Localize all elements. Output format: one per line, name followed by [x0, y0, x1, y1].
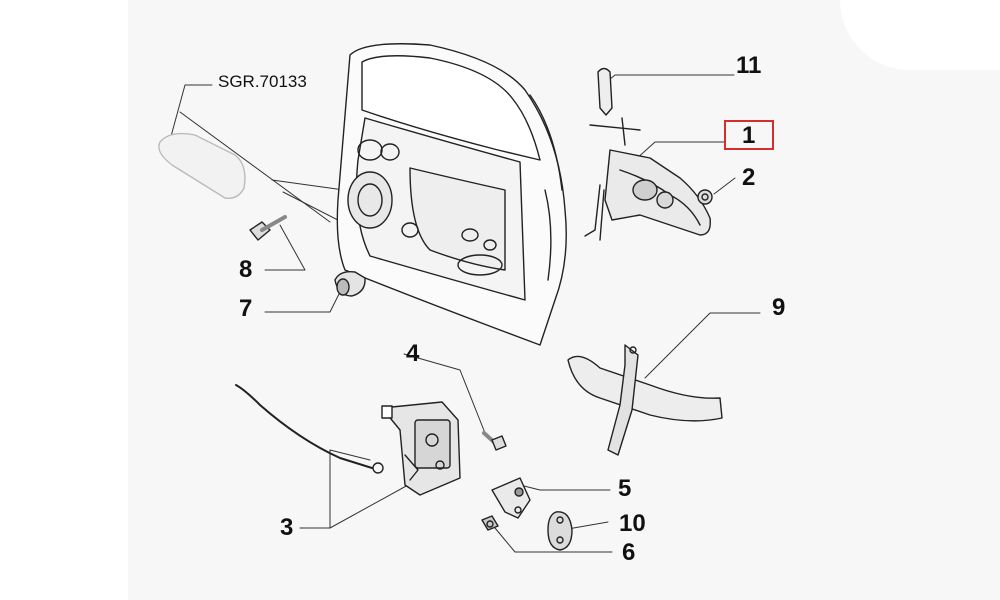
callout-7: 7	[239, 295, 253, 322]
highlight-box	[724, 120, 774, 150]
cable-part-3	[235, 384, 384, 474]
callout-1: 1	[742, 122, 756, 149]
door-seal-part	[158, 132, 246, 199]
inner-handle-part-9	[567, 344, 723, 456]
striker-part-5	[491, 477, 531, 519]
callout-6: 6	[622, 539, 636, 566]
callout-10: 10	[619, 510, 646, 537]
callout-9: 9	[772, 294, 786, 321]
nut-part-2	[697, 189, 713, 205]
callout-11: 11	[736, 52, 762, 79]
bolt-part-8	[249, 215, 287, 241]
callout-4: 4	[406, 340, 420, 367]
shim-part-10	[547, 511, 573, 551]
screw-part-6	[481, 515, 499, 531]
buffer-part-7	[334, 270, 366, 297]
reference-code-label: SGR.70133	[218, 72, 307, 91]
callout-3: 3	[280, 514, 294, 541]
door-panel	[336, 43, 567, 346]
callout-2: 2	[742, 164, 756, 191]
screw-part-4	[482, 431, 507, 451]
callout-8: 8	[239, 256, 253, 283]
lock-part-3	[381, 401, 461, 496]
bracket-part-11	[589, 67, 641, 146]
callout-5: 5	[618, 475, 632, 502]
diagram-background	[128, 0, 1000, 600]
handle-part-1	[584, 149, 711, 241]
